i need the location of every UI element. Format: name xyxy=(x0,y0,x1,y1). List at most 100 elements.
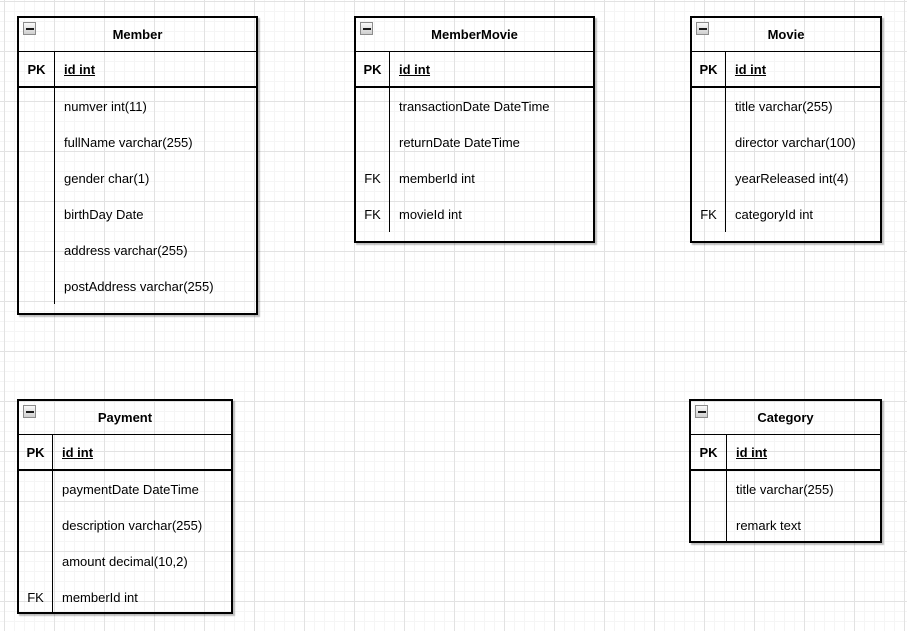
minus-icon xyxy=(362,27,371,30)
table-row: remark text xyxy=(691,507,880,541)
collapse-icon[interactable] xyxy=(696,22,709,35)
table-row: FK memberId int xyxy=(19,579,231,612)
minus-icon xyxy=(698,27,707,30)
table-row: PK id int xyxy=(19,52,256,88)
field-cell: director varchar(100) xyxy=(735,134,856,150)
field-cell: memberId int xyxy=(399,170,475,186)
table-header: Movie xyxy=(692,18,880,52)
key-cell xyxy=(691,507,727,541)
table-row: PK id int xyxy=(356,52,593,88)
key-cell xyxy=(692,124,726,160)
key-cell xyxy=(19,196,55,232)
key-cell: PK xyxy=(691,435,727,469)
key-cell xyxy=(691,471,727,507)
table-row: title varchar(255) xyxy=(692,88,880,124)
key-cell xyxy=(19,88,55,124)
key-cell xyxy=(19,268,55,304)
field-cell: id int xyxy=(736,444,768,460)
table-row: title varchar(255) xyxy=(691,471,880,507)
table-rows: PK id int numver int(11) fullName varcha… xyxy=(19,52,256,304)
table-title: MemberMovie xyxy=(431,27,518,42)
table-row: birthDay Date xyxy=(19,196,256,232)
table-rows: PK id int paymentDate DateTime descripti… xyxy=(19,435,231,612)
key-cell xyxy=(356,124,390,160)
table-row: FK movieId int xyxy=(356,196,593,232)
field-cell: paymentDate DateTime xyxy=(62,481,199,497)
table-title: Movie xyxy=(767,27,805,42)
table-title: Member xyxy=(112,27,163,42)
key-cell xyxy=(692,88,726,124)
table-header: MemberMovie xyxy=(356,18,593,52)
table-row: returnDate DateTime xyxy=(356,124,593,160)
field-cell: amount decimal(10,2) xyxy=(62,553,188,569)
table-row: description varchar(255) xyxy=(19,507,231,543)
table-row: numver int(11) xyxy=(19,88,256,124)
table-rows: PK id int title varchar(255) director va… xyxy=(692,52,880,232)
table-header: Payment xyxy=(19,401,231,435)
field-cell: remark text xyxy=(736,517,802,533)
key-cell: PK xyxy=(19,435,53,469)
collapse-icon[interactable] xyxy=(360,22,373,35)
field-cell: id int xyxy=(62,444,94,460)
table-row: postAddress varchar(255) xyxy=(19,268,256,304)
table-row: FK memberId int xyxy=(356,160,593,196)
field-cell: transactionDate DateTime xyxy=(399,98,550,114)
table-row: gender char(1) xyxy=(19,160,256,196)
entity-table-membermovie[interactable]: MemberMovie PK id int transactionDate Da… xyxy=(354,16,595,243)
field-cell: gender char(1) xyxy=(64,170,150,186)
field-cell: movieId int xyxy=(399,206,462,222)
table-header: Member xyxy=(19,18,256,52)
key-cell xyxy=(19,160,55,196)
key-cell: FK xyxy=(356,160,390,196)
key-cell: PK xyxy=(19,52,55,86)
field-cell: title varchar(255) xyxy=(735,98,833,114)
field-cell: id int xyxy=(64,61,96,77)
key-cell xyxy=(19,124,55,160)
field-cell: id int xyxy=(399,61,431,77)
table-rows: PK id int transactionDate DateTime retur… xyxy=(356,52,593,232)
entity-table-member[interactable]: Member PK id int numver int(11) fullName… xyxy=(17,16,258,315)
key-cell xyxy=(19,507,53,543)
entity-table-category[interactable]: Category PK id int title varchar(255) re… xyxy=(689,399,882,543)
minus-icon xyxy=(25,410,34,413)
entity-table-payment[interactable]: Payment PK id int paymentDate DateTime d… xyxy=(17,399,233,614)
table-row: yearReleased int(4) xyxy=(692,160,880,196)
table-row: PK id int xyxy=(19,435,231,471)
field-cell: id int xyxy=(735,61,767,77)
collapse-icon[interactable] xyxy=(23,22,36,35)
field-cell: description varchar(255) xyxy=(62,517,203,533)
field-cell: memberId int xyxy=(62,589,138,605)
key-cell xyxy=(19,471,53,507)
table-row: address varchar(255) xyxy=(19,232,256,268)
field-cell: returnDate DateTime xyxy=(399,134,520,150)
collapse-icon[interactable] xyxy=(695,405,708,418)
table-row: amount decimal(10,2) xyxy=(19,543,231,579)
table-row: PK id int xyxy=(692,52,880,88)
table-title: Category xyxy=(757,410,814,425)
table-title: Payment xyxy=(97,410,153,425)
key-cell: FK xyxy=(356,196,390,232)
table-row: paymentDate DateTime xyxy=(19,471,231,507)
minus-icon xyxy=(697,410,706,413)
field-cell: address varchar(255) xyxy=(64,242,188,258)
table-row: transactionDate DateTime xyxy=(356,88,593,124)
collapse-icon[interactable] xyxy=(23,405,36,418)
key-cell xyxy=(19,543,53,579)
table-rows: PK id int title varchar(255) remark text xyxy=(691,435,880,541)
field-cell: birthDay Date xyxy=(64,206,144,222)
key-cell: FK xyxy=(19,579,53,612)
entity-table-movie[interactable]: Movie PK id int title varchar(255) direc… xyxy=(690,16,882,243)
key-cell xyxy=(19,232,55,268)
table-row: director varchar(100) xyxy=(692,124,880,160)
field-cell: fullName varchar(255) xyxy=(64,134,193,150)
key-cell: PK xyxy=(692,52,726,86)
field-cell: categoryId int xyxy=(735,206,814,222)
table-row: FK categoryId int xyxy=(692,196,880,232)
key-cell: FK xyxy=(692,196,726,232)
table-header: Category xyxy=(691,401,880,435)
key-cell xyxy=(356,88,390,124)
minus-icon xyxy=(25,27,34,30)
key-cell xyxy=(692,160,726,196)
field-cell: postAddress varchar(255) xyxy=(64,278,214,294)
